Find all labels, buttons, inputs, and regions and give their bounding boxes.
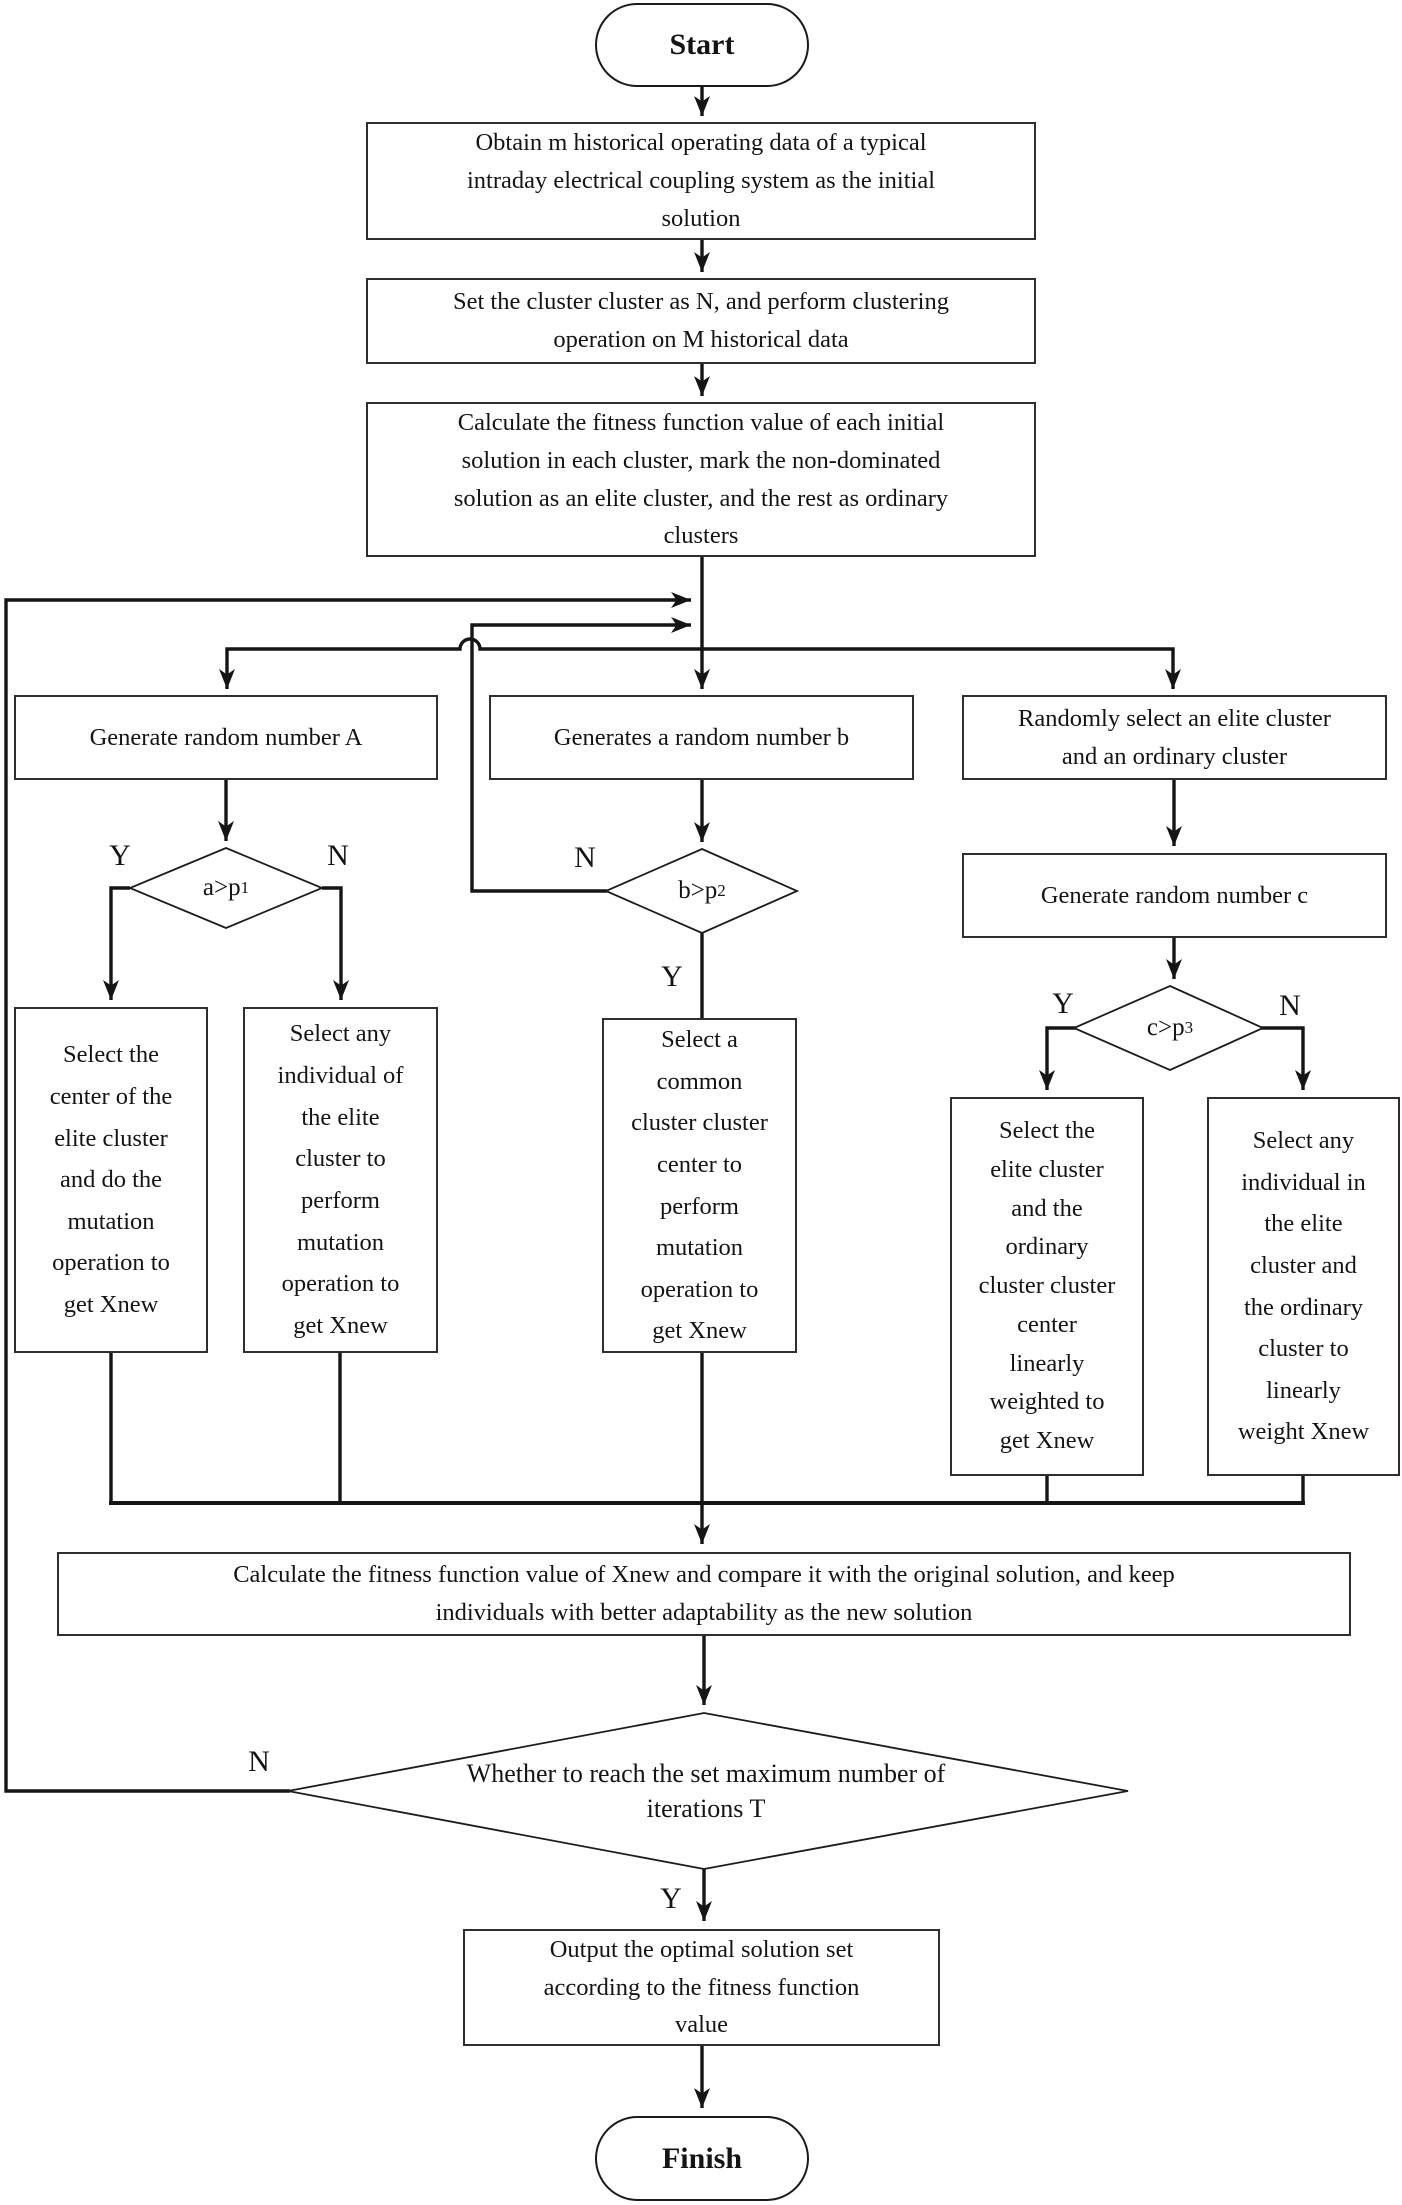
node-generate-b: Generates a random number b: [489, 695, 914, 780]
node-set-cluster: Set the cluster cluster as N, and perfor…: [366, 278, 1036, 364]
decision-a-text: a>p: [202, 874, 241, 902]
node-calc-xnew-fitness: Calculate the fitness function value of …: [57, 1552, 1351, 1636]
edge-dc-yes: [1039, 1026, 1076, 1090]
node-output-solution: Output the optimal solution set accordin…: [463, 1929, 940, 2046]
edges: [4, 87, 1311, 2108]
finish-label: Finish: [661, 2141, 743, 2175]
decision-b-text: b>p: [678, 877, 718, 905]
node-generate-a: Generate random number A: [14, 695, 438, 780]
decision-shapes: [127, 847, 1266, 1870]
label-no-iterations: N: [248, 1745, 270, 1778]
node-calc-initial-fitness: Calculate the fitness function value of …: [366, 402, 1036, 557]
start-label: Start: [669, 28, 735, 61]
label-yes-b: Y: [661, 960, 683, 993]
node-mutate-any-elite: Select any individual of the elite clust…: [243, 1007, 438, 1353]
finish-terminal: Finish: [595, 2116, 809, 2201]
edge-da-yes: [103, 886, 130, 1000]
label-yes-c: Y: [1052, 987, 1074, 1020]
label-no-a: N: [327, 839, 349, 872]
decision-iterations-label: Whether to reach the set maximum number …: [466, 1758, 946, 1823]
label-yes-a: Y: [109, 839, 131, 872]
label-no-b: N: [574, 841, 596, 874]
node-generate-c: Generate random number c: [962, 853, 1387, 938]
node-weight-centers: Select the elite cluster and the ordinar…: [950, 1097, 1144, 1476]
decision-c-text: c>p: [1146, 1014, 1185, 1042]
edge-dc-no: [1261, 1026, 1311, 1090]
node-mutate-common-center: Select a common cluster cluster center t…: [602, 1018, 797, 1353]
start-terminal: Start: [595, 3, 809, 87]
node-mutate-center-elite: Select the center of the elite cluster a…: [14, 1007, 208, 1353]
label-yes-iterations: Y: [660, 1882, 682, 1915]
decision-a-shape: [127, 847, 325, 929]
decision-c-shape: [1071, 985, 1266, 1071]
edge-da-no: [322, 886, 349, 1000]
node-weight-individuals: Select any individual in the elite clust…: [1207, 1097, 1400, 1476]
edge-branch-left: [219, 637, 702, 689]
edge-loop-b-no: [470, 617, 691, 893]
decision-b-shape: [603, 848, 800, 934]
decision-iter-shape: [287, 1712, 1129, 1870]
edge-branch-right: [702, 647, 1181, 689]
node-random-select-clusters: Randomly select an elite cluster and an …: [962, 695, 1387, 780]
edge-loop-outer-no: [4, 592, 691, 1793]
node-obtain-data: Obtain m historical operating data of a …: [366, 122, 1036, 240]
label-no-c: N: [1279, 989, 1301, 1022]
